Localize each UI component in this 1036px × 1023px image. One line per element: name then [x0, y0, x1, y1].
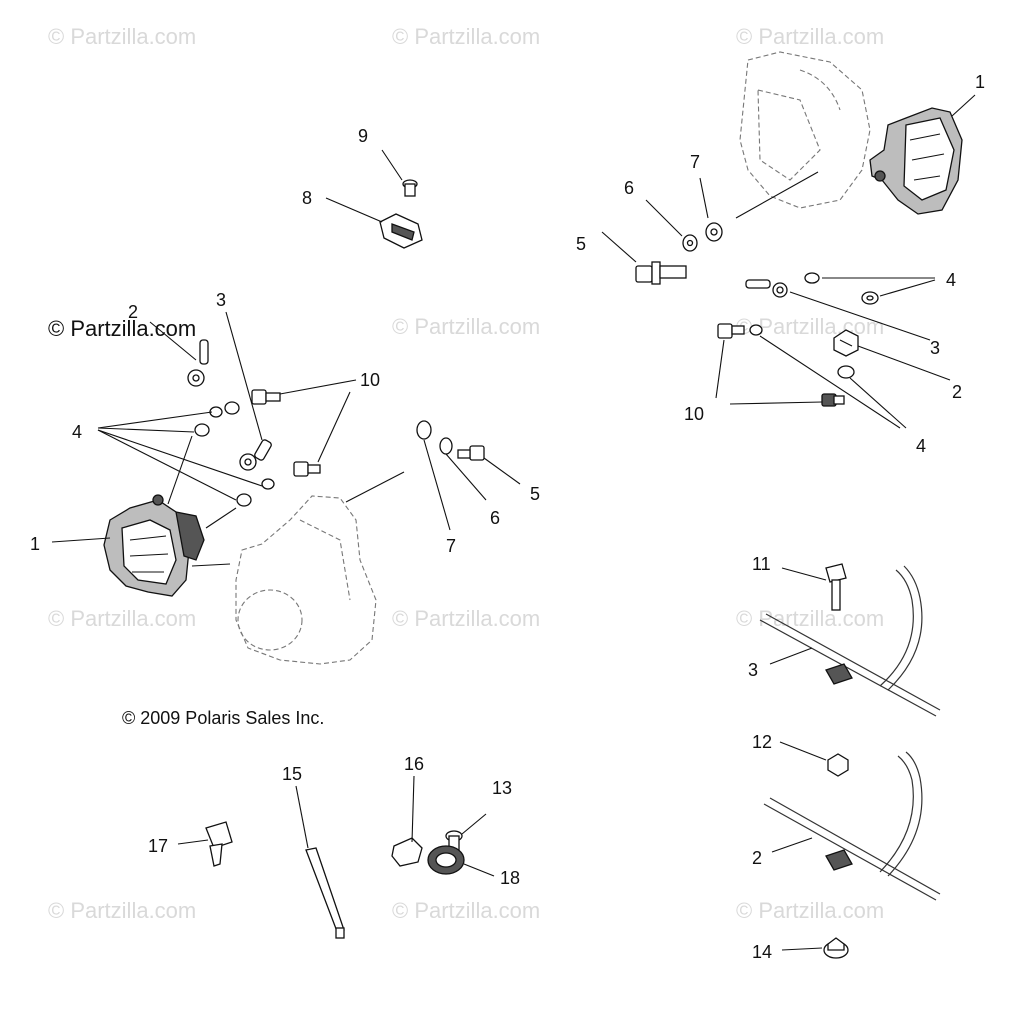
- brake-line: [759, 619, 937, 717]
- callout-number: 4: [916, 436, 926, 456]
- bolt-icon: [251, 389, 281, 405]
- watermark: © Partzilla.com: [48, 606, 196, 631]
- callout-number: 16: [404, 754, 424, 774]
- callout-number: 13: [492, 778, 512, 798]
- callout-number: 10: [684, 404, 704, 424]
- washer-icon: [194, 423, 210, 437]
- bracket-icon: [379, 213, 423, 249]
- callout-number: 17: [148, 836, 168, 856]
- brake-line: [763, 803, 937, 901]
- callout-number: 14: [752, 942, 772, 962]
- bottom-left-parts: 15 16 13 17 18: [148, 754, 520, 939]
- washer-icon: [224, 401, 240, 415]
- bolt-icon: [635, 261, 687, 285]
- brake-line-clip-icon: [825, 849, 853, 871]
- watermark: © Partzilla.com: [392, 24, 540, 49]
- watermark: © Partzilla.com: [392, 606, 540, 631]
- callout-number: 18: [500, 868, 520, 888]
- brake-line-clip-icon: [833, 329, 859, 357]
- callout-number: 5: [576, 234, 586, 254]
- clip-icon: [391, 837, 423, 867]
- callout-number: 5: [530, 484, 540, 504]
- bolt-icon: [717, 323, 745, 339]
- watermark: © Partzilla.com: [392, 898, 540, 923]
- callout-number: 7: [690, 152, 700, 172]
- callout-number: 1: [30, 534, 40, 554]
- banjo-bolt-icon: [239, 439, 272, 471]
- callout-number: 12: [752, 732, 772, 752]
- callout-number: 4: [946, 270, 956, 290]
- watermark: © Partzilla.com: [48, 898, 196, 923]
- callout-number: 15: [282, 764, 302, 784]
- callout-number: 10: [360, 370, 380, 390]
- callout-number: 9: [358, 126, 368, 146]
- watermark: © Partzilla.com: [736, 898, 884, 923]
- washer-icon: [837, 365, 855, 379]
- watermark: © Partzilla.com: [392, 314, 540, 339]
- callout-number: 8: [302, 188, 312, 208]
- cable-tie-icon: [305, 847, 345, 939]
- push-pin-icon: [205, 821, 233, 867]
- bolt-icon: [821, 393, 845, 407]
- watermark: © Partzilla.com: [736, 606, 884, 631]
- left-assembly: 2 3 10 4: [30, 290, 540, 665]
- washer-icon: [804, 272, 820, 284]
- brake-line-fitting-icon: [187, 339, 209, 387]
- p-clamp-icon: [427, 845, 465, 875]
- watermark: © Partzilla.com: [48, 24, 196, 49]
- callout-number: 3: [930, 338, 940, 358]
- copyright-text: © 2009 Polaris Sales Inc.: [122, 708, 324, 728]
- callout-number: 11: [752, 554, 771, 574]
- top-right-assembly: 1 7 6 5 4 3: [576, 51, 985, 456]
- watermark-layer: © Partzilla.com © Partzilla.com © Partzi…: [48, 24, 884, 923]
- callout-number: 6: [490, 508, 500, 528]
- washer-icon: [416, 420, 432, 440]
- callout-number: 2: [128, 302, 138, 322]
- caliper-icon: [103, 494, 205, 597]
- callout-number: 2: [752, 848, 762, 868]
- callout-number: 4: [72, 422, 82, 442]
- bracket-assembly: 9 8: [302, 126, 423, 249]
- bolt-icon: [457, 445, 485, 461]
- bottom-right-assembly: 11 3 12 2 14: [748, 554, 941, 962]
- washer-icon: [439, 437, 453, 455]
- washer-icon: [261, 478, 275, 490]
- bolt-icon: [293, 461, 321, 477]
- watermark: © Partzilla.com: [736, 24, 884, 49]
- watermark-dark: © Partzilla.com: [48, 316, 196, 341]
- callout-number: 7: [446, 536, 456, 556]
- brake-line-clip-icon: [825, 663, 853, 685]
- knuckle-outline: [235, 495, 377, 665]
- bolt-icon: [825, 563, 847, 611]
- screw-icon: [402, 179, 418, 197]
- brake-line-fitting-icon: [745, 279, 788, 298]
- washer-icon: [749, 324, 763, 336]
- callout-number: 6: [624, 178, 634, 198]
- callout-number: 2: [952, 382, 962, 402]
- callout-number: 3: [748, 660, 758, 680]
- knuckle-outline: [739, 51, 871, 209]
- callout-number: 1: [975, 72, 985, 92]
- flange-nut-icon: [823, 937, 849, 959]
- washer-icon: [236, 493, 252, 507]
- caliper-icon: [869, 107, 963, 215]
- callout-number: 3: [216, 290, 226, 310]
- nut-icon: [827, 753, 849, 777]
